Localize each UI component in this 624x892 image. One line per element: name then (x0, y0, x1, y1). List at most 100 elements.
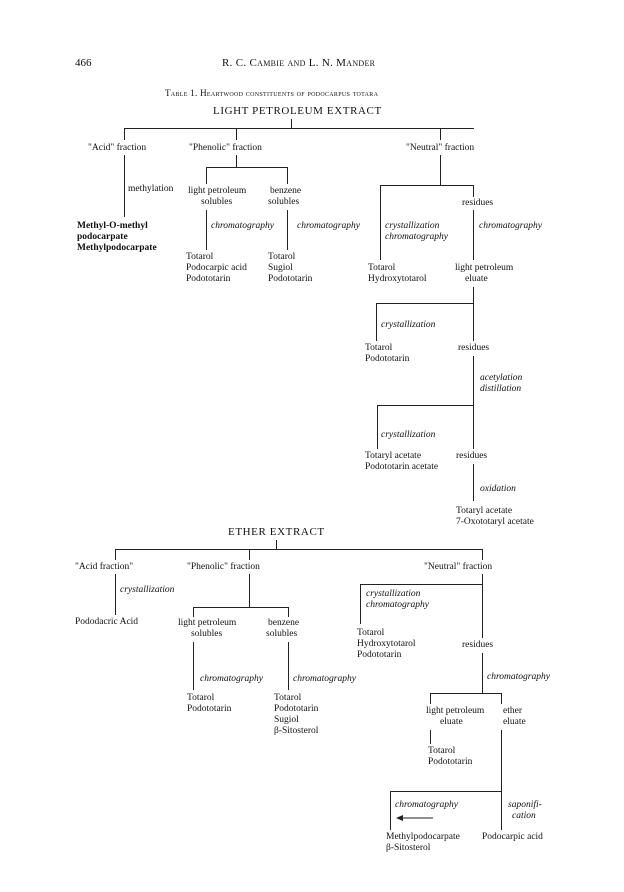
connector (124, 128, 125, 140)
connector (430, 693, 431, 704)
pe-acetylation: acetylation (480, 373, 523, 383)
et-chromatography-1: chromatography (200, 674, 263, 684)
et-saponification-1: saponifi- (508, 800, 542, 810)
pe-neutral2-product-2: Podototarin (365, 354, 410, 364)
pe-acid-product-1: Methyl-O-methyl (77, 221, 148, 231)
et-bz-product-1: Totarol (274, 693, 302, 703)
pe-phenolic-fraction: "Phenolic" fraction (189, 143, 262, 153)
et-bz-product-2: Podototarin (274, 704, 319, 714)
petroleum-extract-title: LIGHT PETROLEUM EXTRACT (213, 105, 382, 117)
pe-crystallization-1: crystallization (385, 221, 440, 231)
et-chromatography-3: chromatography (366, 600, 429, 610)
pe-neutral-fraction: "Neutral" fraction (406, 143, 475, 153)
connector (473, 185, 474, 197)
connector (287, 167, 288, 184)
connector (115, 549, 483, 550)
pe-lp-product-1: Totarol (186, 252, 214, 262)
connector (390, 791, 502, 792)
connector (236, 155, 237, 167)
pe-neutral3-product-1: Totaryl acetate (365, 451, 422, 461)
et-neutral-product-1: Totarol (357, 628, 385, 638)
pe-chromatography-4: chromatography (479, 221, 542, 231)
et-chromatography-2: chromatography (293, 674, 356, 684)
connector (236, 128, 237, 140)
et-neutral2-product-1: Totarol (428, 746, 456, 756)
pe-chromatography-1: chromatography (211, 221, 274, 231)
et-lp-eluate-2: eluate (440, 717, 463, 727)
et-chromatography-5: chromatography (395, 800, 458, 810)
connector (482, 584, 483, 638)
pe-lp-solubles-1: light petroleum (188, 186, 247, 196)
pe-neutral4-product-1: Totaryl acetate (456, 506, 513, 516)
pe-bz-product-1: Totarol (268, 252, 296, 262)
et-acid-product: Pododacric Acid (75, 617, 139, 627)
pe-neutral4-product-2: 7-Oxototaryl acetate (456, 517, 534, 527)
connector (473, 464, 474, 501)
pe-chromatography-2: chromatography (297, 221, 360, 231)
pe-residues-2: residues (458, 343, 490, 353)
connector (249, 549, 250, 560)
et-neutral-product-3: Podototarin (357, 650, 402, 660)
connector (249, 574, 250, 607)
connector (501, 693, 502, 704)
et-bz-product-4: β-Sitosterol (274, 726, 319, 736)
connector (276, 540, 277, 549)
et-lp-product-2: Podototarin (187, 704, 232, 714)
pe-bz-solubles-2: solubles (268, 197, 300, 207)
pe-lp-product-3: Podototarin (186, 274, 231, 284)
et-bz-product-3: Sugiol (274, 715, 299, 725)
table-title: Table 1. Heartwood constituents of podoc… (165, 88, 379, 98)
connector (473, 303, 474, 341)
connector (360, 584, 361, 624)
connector (473, 210, 474, 260)
connector (501, 791, 502, 830)
et-crystallization-2: crystallization (366, 589, 421, 599)
et-bz-solubles-2: solubles (266, 629, 298, 639)
connector (482, 653, 483, 693)
pe-bz-product-2: Sugiol (268, 263, 293, 273)
pe-lp-product-2: Podocarpic acid (186, 263, 247, 273)
connector (288, 607, 289, 617)
connector (380, 185, 473, 186)
pe-chromatography-3: chromatography (385, 232, 448, 242)
et-saponification-2: cation (512, 811, 536, 821)
connector (380, 185, 381, 260)
connector (377, 405, 378, 449)
pe-bz-product-3: Podototarin (268, 274, 313, 284)
connector (430, 693, 502, 694)
connector (482, 574, 483, 584)
pe-oxidation: oxidation (480, 484, 516, 494)
et-neutral2-product-2: Podototarin (428, 757, 473, 767)
et-phenolic-fraction: "Phenolic" fraction (187, 562, 260, 572)
connector (376, 303, 377, 341)
pe-distillation: distillation (480, 384, 522, 394)
connector (473, 356, 474, 405)
et-crystallization-1: crystallization (120, 585, 175, 595)
connector (376, 303, 474, 304)
pe-lp-solubles-2: solubles (201, 197, 233, 207)
pe-neutral3-product-2: Podototarin acetate (365, 462, 439, 472)
connector (501, 730, 502, 791)
et-ether-eluate-1: ether (503, 706, 522, 716)
et-lp-solubles-1: light petroleum (178, 618, 237, 628)
pe-acid-fraction: "Acid" fraction (88, 143, 147, 153)
connector (291, 119, 292, 128)
connector (440, 155, 441, 185)
pe-acid-product-2: podocarpate (77, 232, 128, 242)
connector (193, 607, 194, 617)
connector (287, 210, 288, 250)
connector (193, 607, 289, 608)
connector (482, 549, 483, 560)
connector (115, 574, 116, 615)
pe-lp-eluate-1: light petroleum (455, 263, 514, 273)
pe-residues-1: residues (462, 198, 494, 208)
ether-extract-title: ETHER EXTRACT (228, 526, 325, 538)
et-neutral3-product-1: Methylpodocarpate (386, 832, 460, 842)
connector (206, 210, 207, 250)
connector (115, 549, 116, 560)
connector (377, 405, 474, 406)
et-neutral-fraction: "Neutral" fraction (424, 562, 493, 572)
et-lp-product-1: Totarol (187, 693, 215, 703)
connector (473, 287, 474, 303)
